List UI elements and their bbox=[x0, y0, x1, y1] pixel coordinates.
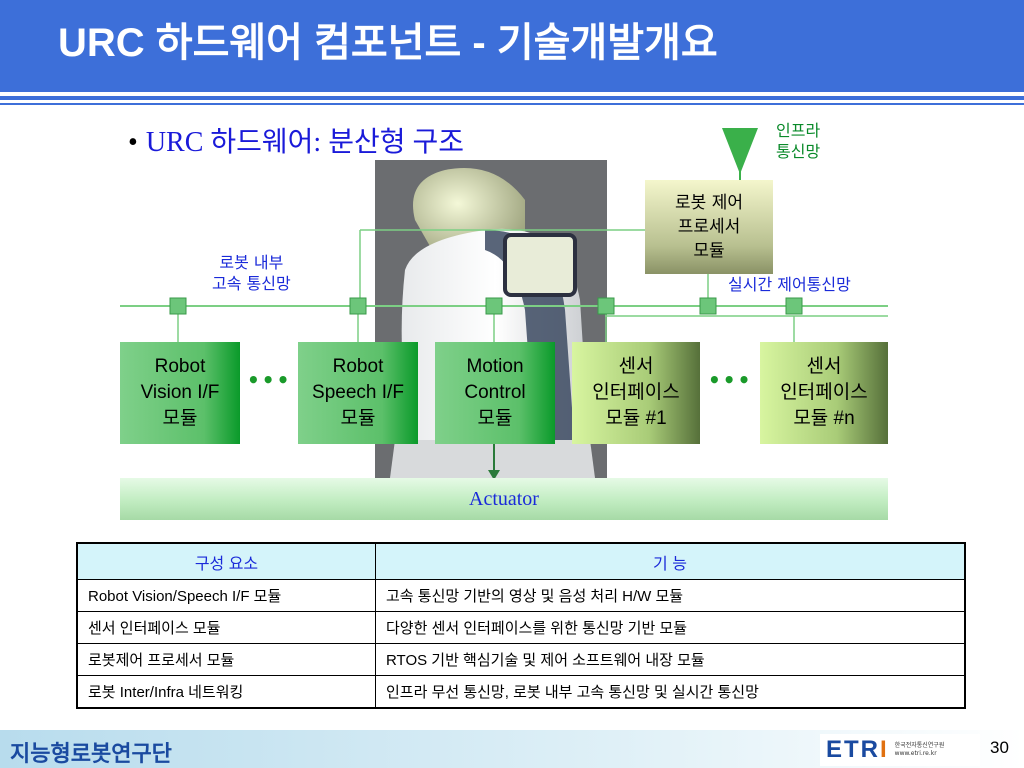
ellipsis-dots: ••• bbox=[708, 368, 753, 392]
table-cell: RTOS 기반 핵심기술 및 제어 소프트웨어 내장 모듈 bbox=[375, 643, 966, 676]
slide-title: URC 하드웨어 컴포넌트 - 기술개발개요 bbox=[58, 21, 718, 65]
table-cell: 고속 통신망 기반의 영상 및 음성 처리 H/W 모듈 bbox=[375, 579, 966, 612]
table-cell: 로봇 Inter/Infra 네트워킹 bbox=[76, 675, 376, 709]
table-header-component: 구성 요소 bbox=[76, 542, 376, 580]
bullet-symbol: • bbox=[128, 127, 138, 158]
realtime-network-label: 실시간 제어통신망 bbox=[728, 275, 851, 294]
title-bar bbox=[0, 0, 1024, 92]
table-cell: 센서 인터페이스 모듈 bbox=[76, 611, 376, 644]
bullet-point: •URC 하드웨어: 분산형 구조 bbox=[128, 120, 464, 160]
page-number: 30 bbox=[990, 738, 1009, 757]
title-underline-thick bbox=[0, 96, 1024, 100]
table-header-function: 기 능 bbox=[375, 542, 966, 580]
ellipsis-dots: ••• bbox=[247, 368, 292, 392]
table-cell: Robot Vision/Speech I/F 모듈 bbox=[76, 579, 376, 612]
title-underline-thin bbox=[0, 103, 1024, 105]
footer-organization: 지능형로봇연구단 bbox=[10, 742, 172, 767]
table-cell: 다양한 센서 인터페이스를 위한 통신망 기반 모듈 bbox=[375, 611, 966, 644]
bullet-text: URC 하드웨어: 분산형 구조 bbox=[145, 127, 465, 158]
actuator-bar: Actuator bbox=[120, 478, 888, 520]
table-cell: 인프라 무선 통신망, 로봇 내부 고속 통신망 및 실시간 통신망 bbox=[375, 675, 966, 709]
table-header-row: 구성 요소 기 능 bbox=[76, 542, 966, 580]
etri-wordmark: ETRI bbox=[826, 736, 889, 763]
table-cell: 로봇제어 프로세서 모듈 bbox=[76, 643, 376, 676]
